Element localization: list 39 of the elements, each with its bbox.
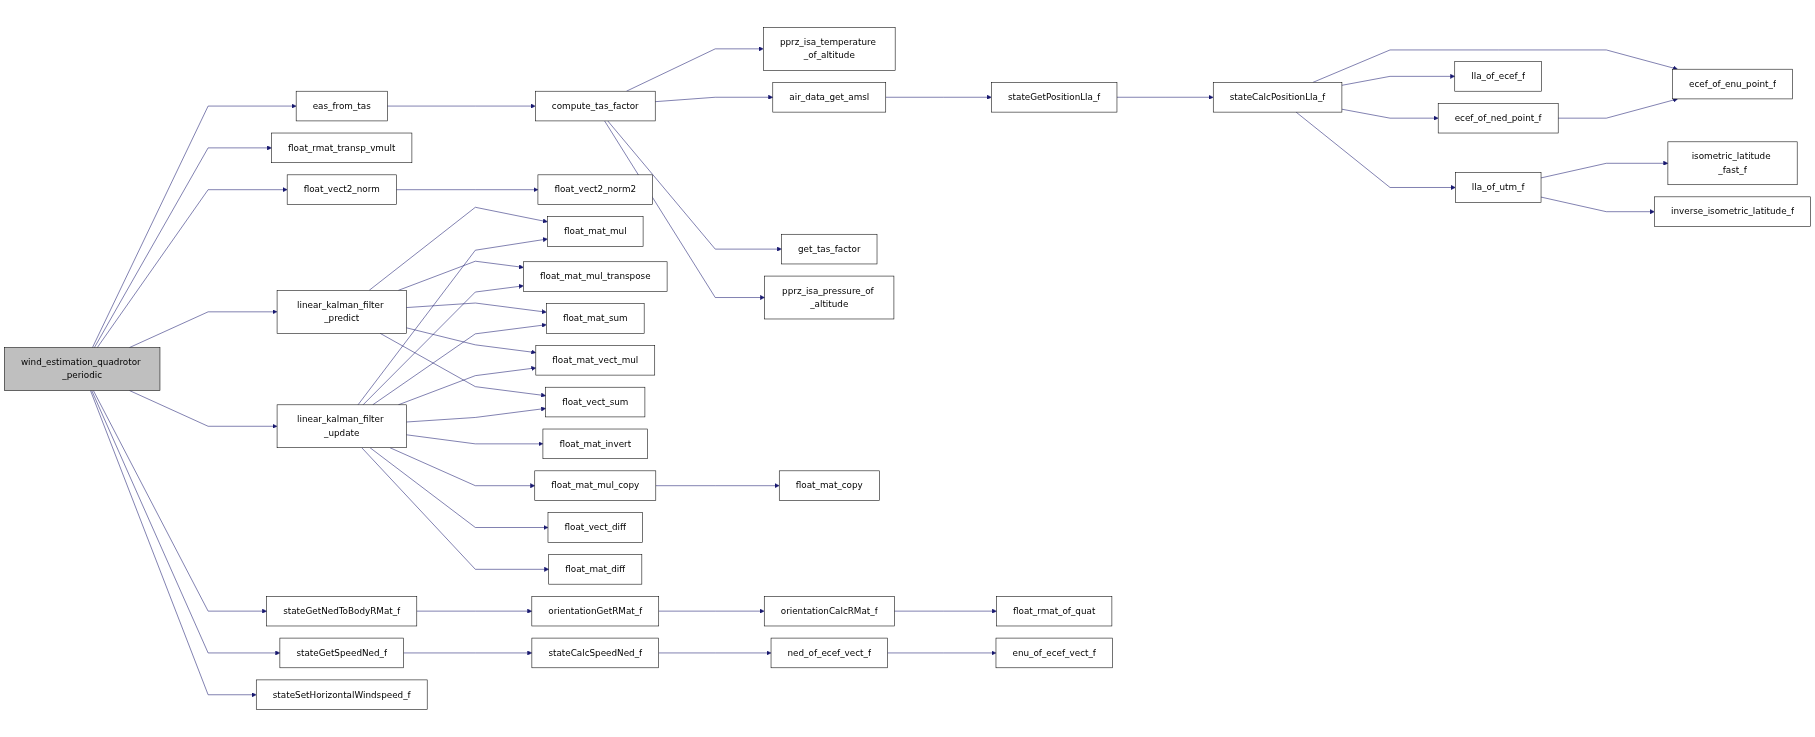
node-box: stateCalcSpeedNed_f: [531, 637, 659, 669]
node-box: ned_of_ecef_vect_f: [770, 637, 888, 669]
node-box: get_tas_factor: [781, 234, 878, 265]
node-box: ecef_of_enu_point_f: [1672, 68, 1793, 100]
node-box: orientationCalcRMat_f: [763, 596, 895, 627]
node-box: stateGetNedToBodyRMat_f: [266, 596, 418, 627]
node-box: float_vect_sum: [545, 386, 646, 418]
node-box: lla_of_ecef_f: [1454, 61, 1542, 92]
node-box: orientationGetRMat_f: [531, 596, 659, 627]
node-box: lla_of_utm_f: [1455, 172, 1542, 203]
node-box: float_rmat_transp_vmult: [271, 132, 413, 163]
node-box: compute_tas_factor: [535, 90, 656, 122]
node-box: float_vect2_norm: [286, 174, 397, 205]
node-box: float_mat_invert: [542, 428, 648, 459]
node-box: eas_from_tas: [295, 90, 388, 122]
node-box: float_rmat_of_quat: [996, 596, 1113, 627]
node-box: float_mat_copy: [778, 470, 880, 501]
node-box: float_mat_sum: [546, 303, 645, 334]
node-box: stateGetPositionLla_f: [991, 82, 1118, 113]
node-box: stateGetSpeedNed_f: [279, 637, 404, 669]
node-box: float_mat_vect_mul: [535, 345, 656, 376]
node-box: isometric_latitude _fast_f: [1667, 141, 1798, 185]
node-box: pprz_isa_temperature _of_altitude: [763, 27, 896, 71]
node-box: float_mat_mul_copy: [534, 470, 657, 501]
node-box: pprz_isa_pressure_of _altitude: [764, 275, 895, 320]
node-box: inverse_isometric_latitude_f: [1654, 196, 1811, 227]
node-box: stateSetHorizontalWindspeed_f: [256, 679, 428, 710]
node-box: float_mat_mul: [547, 216, 644, 247]
node-box: linear_kalman_filter _predict: [276, 290, 407, 334]
node-box: air_data_get_amsl: [772, 82, 887, 113]
node-box: float_vect_diff: [547, 512, 643, 543]
node-box: float_mat_mul_transpose: [523, 261, 668, 292]
node-box: float_vect2_norm2: [537, 174, 653, 205]
node-box: linear_kalman_filter _update: [276, 404, 407, 448]
node-box: stateCalcPositionLla_f: [1212, 82, 1343, 113]
node-box: float_mat_diff: [548, 554, 643, 585]
node-box: wind_estimation_quadrotor _periodic: [4, 347, 161, 391]
node-box: ecef_of_ned_point_f: [1437, 103, 1559, 134]
node-box: enu_of_ecef_vect_f: [995, 637, 1113, 669]
